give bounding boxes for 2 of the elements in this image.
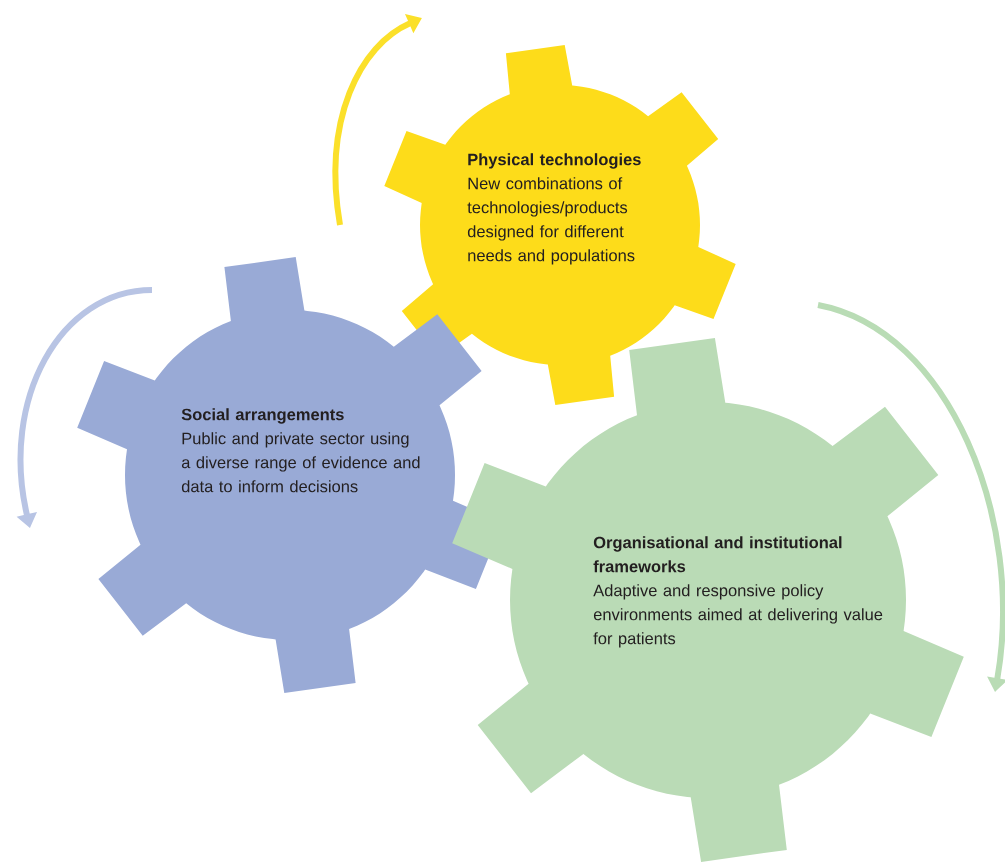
gear: Physical technologies New combinations of technologies/products designed for different needs and populations bbox=[384, 45, 736, 405]
gear: Organisational and institutional frameworks Adaptive and responsive policy environments aimed at delivering value for patients bbox=[452, 338, 964, 862]
